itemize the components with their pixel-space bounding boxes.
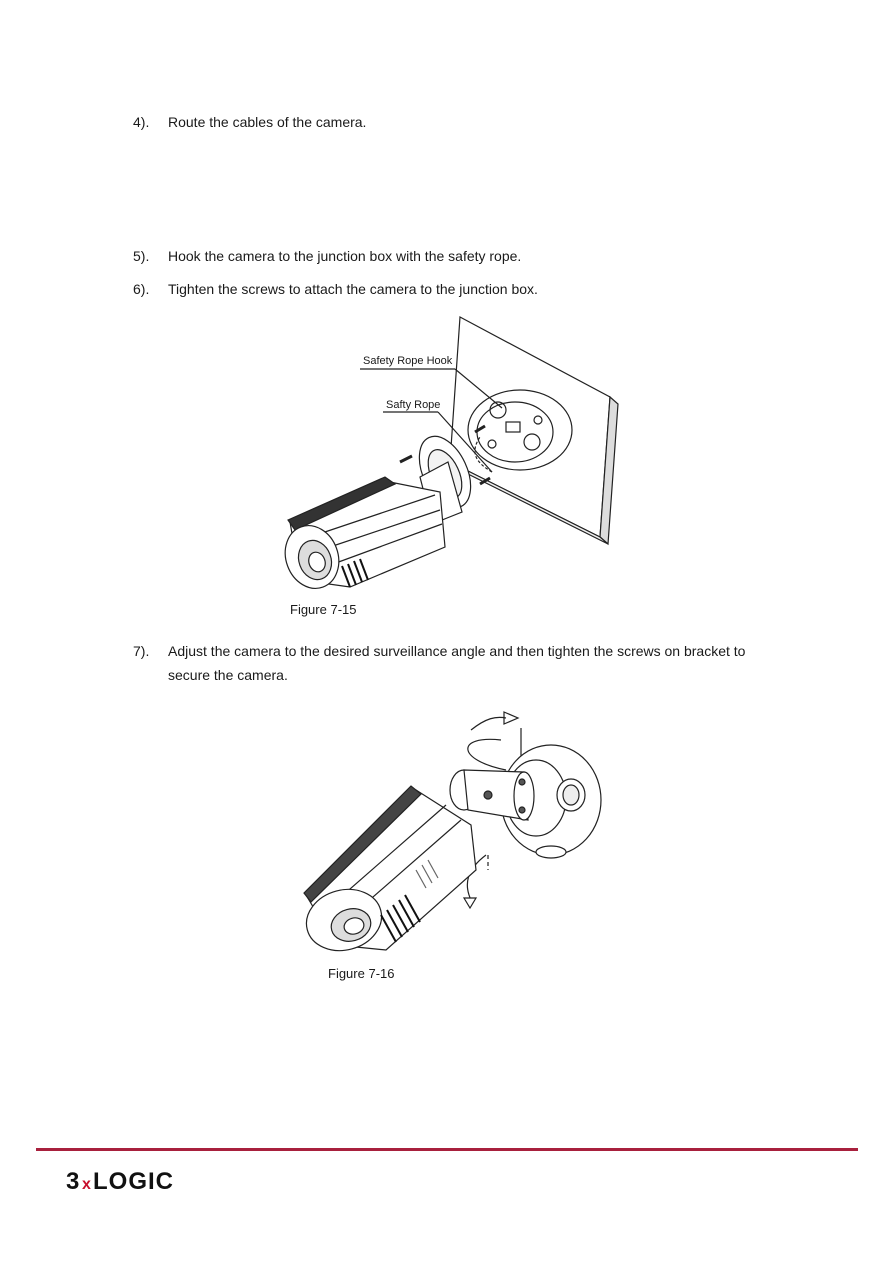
rotate-arrow-top-icon bbox=[467, 738, 507, 771]
step-6-number: 6). bbox=[133, 281, 150, 297]
logo-three: 3 bbox=[66, 1168, 79, 1195]
footer-rule bbox=[36, 1148, 858, 1151]
label-safety-rope-hook: Safety Rope Hook bbox=[363, 355, 453, 367]
figure-7-16-caption: Figure 7-16 bbox=[328, 966, 395, 981]
label-safety-rope: Safty Rope bbox=[386, 399, 440, 411]
figure-7-16-illustration bbox=[303, 711, 602, 952]
step-5-text: Hook the camera to the junction box with… bbox=[168, 248, 522, 264]
logo-x: x bbox=[82, 1176, 91, 1193]
step-7-text: Adjust the camera to the desired surveil… bbox=[168, 643, 746, 683]
step-6-text: Tighten the screws to attach the camera … bbox=[168, 281, 538, 297]
figure-7-15-illustration: Safety Rope Hook Safty Rope bbox=[284, 316, 619, 589]
step-4-text: Route the cables of the camera. bbox=[168, 114, 367, 130]
step-5-number: 5). bbox=[133, 248, 150, 264]
step-7-number: 7). bbox=[133, 643, 150, 659]
figure-7-15-caption: Figure 7-15 bbox=[290, 602, 357, 617]
step-4-number: 4). bbox=[133, 114, 150, 130]
brand-logo: 3 x LOGIC bbox=[66, 1168, 174, 1195]
logo-logic: LOGIC bbox=[93, 1168, 174, 1195]
